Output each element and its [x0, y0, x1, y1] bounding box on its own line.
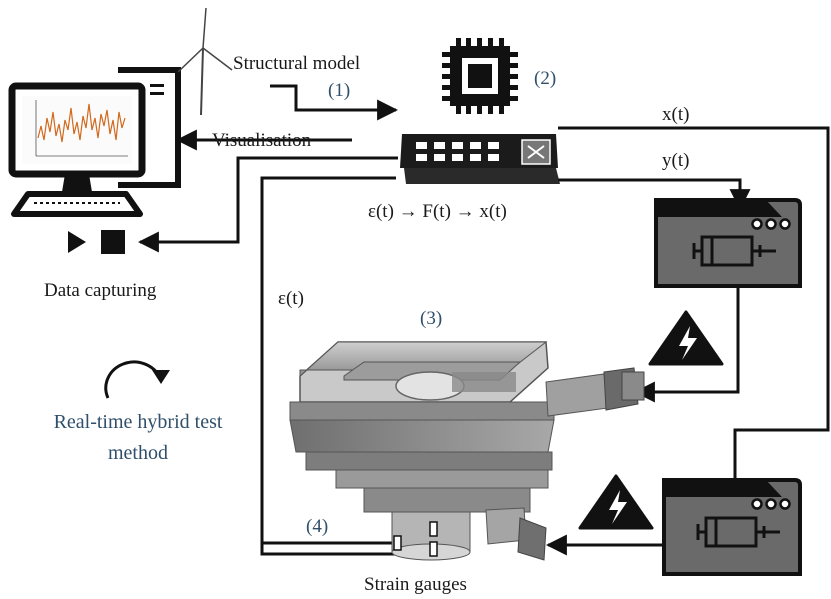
pipeline-label: ε(t) → F(t) → x(t) [368, 201, 507, 222]
step-4-label: (4) [306, 516, 328, 537]
structural-model-label: Structural model [233, 53, 360, 74]
x-t-label: x(t) [662, 104, 689, 125]
wind-turbine-icon [177, 7, 233, 116]
strain-gauges-label: Strain gauges [364, 574, 467, 595]
data-capturing-label: Data capturing [44, 280, 157, 301]
cpu-chip-icon [442, 38, 518, 114]
hydraulic-controller-icon [654, 198, 802, 288]
high-voltage-warning-icon [648, 310, 724, 366]
epsilon-t-label: ε(t) [278, 288, 304, 309]
actuator-icon [696, 516, 780, 548]
cycle-arrow-icon [104, 360, 170, 399]
signal-plot [35, 100, 128, 157]
stop-icon [101, 230, 125, 254]
step-3-label: (3) [420, 308, 442, 329]
y-t-label: y(t) [662, 150, 689, 171]
play-icon [68, 231, 86, 253]
step-2-label: (2) [534, 68, 556, 89]
method-title-line1: Real-time hybrid test [54, 411, 223, 433]
high-voltage-warning-icon [578, 474, 654, 530]
hydraulic-controller-icon [662, 478, 802, 576]
visualisation-label: Visualisation [212, 130, 312, 151]
method-title-line2: method [108, 442, 168, 464]
step-1-label: (1) [328, 80, 350, 101]
network-switch-icon [400, 134, 560, 184]
actuator-icon [692, 235, 776, 267]
test-rig-icon [289, 341, 645, 561]
computer-monitor-icon [8, 82, 146, 217]
